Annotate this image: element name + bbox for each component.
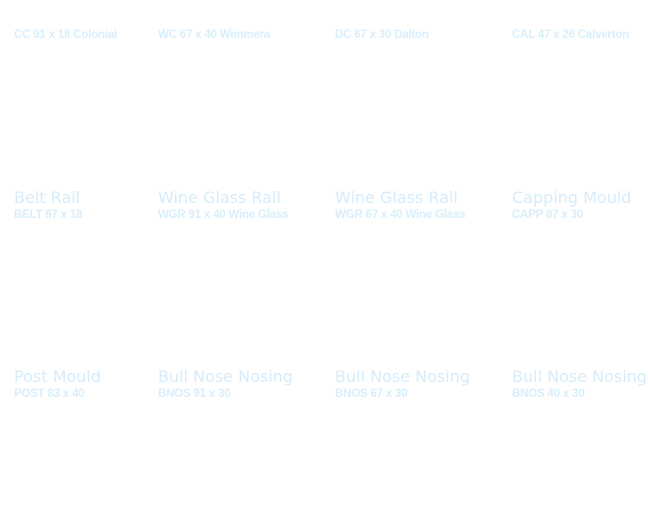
product-title: Bull Nose Nosing [158, 367, 293, 386]
product-tile-post-mould[interactable]: Post Mould POST 83 x 40 [14, 367, 101, 401]
product-code: BNOS 91 x 30 [158, 388, 231, 400]
product-tile-cal-calverton[interactable]: CAL 47 x 26 Calverton [512, 28, 629, 42]
product-tile-wine-glass-rail-91[interactable]: Wine Glass Rail WGR 91 x 40 Wine Glass [158, 188, 289, 222]
product-tile-capping-mould[interactable]: Capping Mould CAPP 87 x 30 [512, 188, 631, 222]
product-tile-bull-nose-nosing-91[interactable]: Bull Nose Nosing BNOS 91 x 30 [158, 367, 293, 401]
product-tile-dc-dalton[interactable]: DC 67 x 30 Dalton [335, 28, 429, 42]
product-title: Capping Mould [512, 188, 632, 207]
product-code: BNOS 67 x 30 [335, 388, 408, 400]
product-tile-wc-wimmera[interactable]: WC 67 x 40 Wimmera [158, 28, 270, 42]
product-code: WGR 91 x 40 Wine Glass [158, 209, 289, 221]
product-tile-wine-glass-rail-67[interactable]: Wine Glass Rail WGR 67 x 40 Wine Glass [335, 188, 466, 222]
product-code: CAL 47 x 26 Calverton [512, 29, 630, 41]
product-code: WC 67 x 40 Wimmera [158, 29, 270, 41]
product-title: Belt Rail [14, 188, 81, 207]
product-tile-cc-colonial[interactable]: CC 91 x 18 Colonial [14, 28, 117, 42]
product-code: BNOS 40 x 30 [512, 388, 585, 400]
product-tile-bull-nose-nosing-67[interactable]: Bull Nose Nosing BNOS 67 x 30 [335, 367, 470, 401]
product-title: Bull Nose Nosing [512, 367, 647, 386]
product-code: CAPP 87 x 30 [512, 209, 583, 221]
product-code: CC 91 x 18 Colonial [14, 29, 117, 41]
product-title: Wine Glass Rail [335, 188, 458, 207]
product-title: Wine Glass Rail [158, 188, 281, 207]
product-code: POST 83 x 40 [14, 388, 85, 400]
product-code: WGR 67 x 40 Wine Glass [335, 209, 466, 221]
product-code: BELT 67 x 18 [14, 209, 83, 221]
product-tile-bull-nose-nosing-40[interactable]: Bull Nose Nosing BNOS 40 x 30 [512, 367, 647, 401]
product-code: DC 67 x 30 Dalton [335, 29, 429, 41]
product-title: Post Mould [14, 367, 101, 386]
product-title: Bull Nose Nosing [335, 367, 470, 386]
product-tile-belt-rail[interactable]: Belt Rail BELT 67 x 18 [14, 188, 83, 222]
